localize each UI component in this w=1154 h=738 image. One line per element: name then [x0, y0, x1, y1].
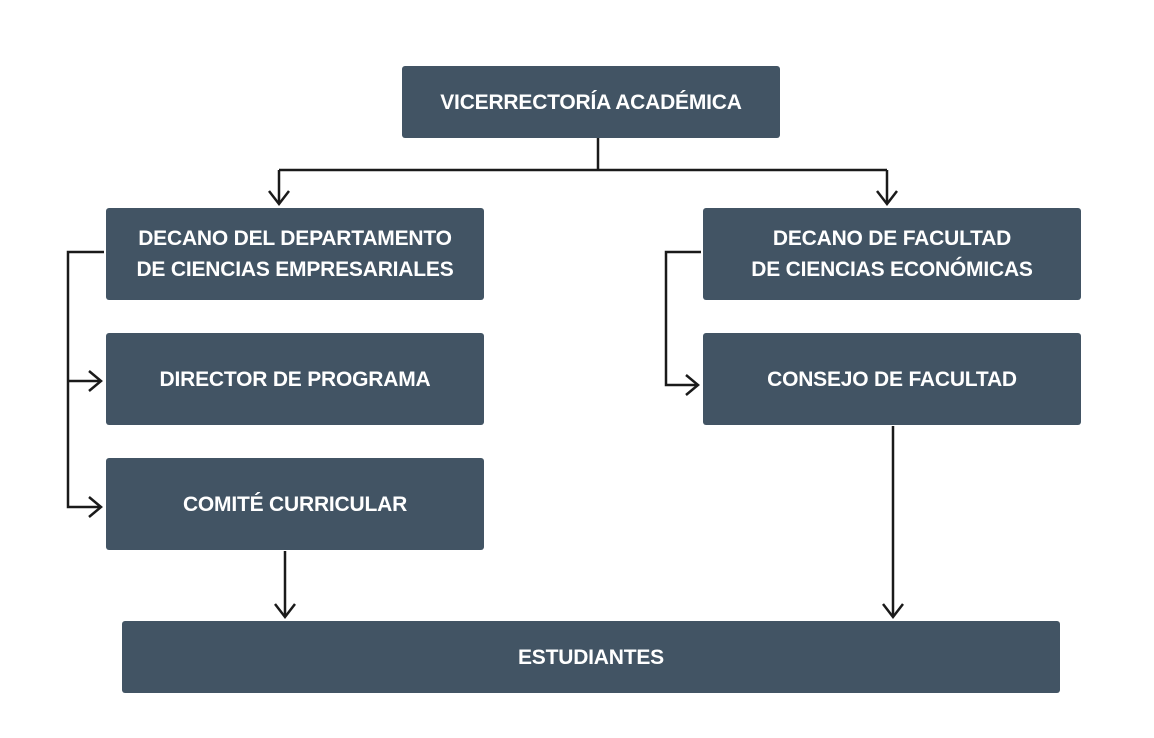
- node-estudiantes: ESTUDIANTES: [122, 621, 1060, 693]
- arrowhead-comite-curricular: [88, 496, 103, 518]
- node-vicerrectoria-label: VICERRECTORÍA ACADÉMICA: [440, 90, 742, 114]
- node-director-programa-label: DIRECTOR DE PROGRAMA: [159, 367, 431, 391]
- arrowhead-estudiantes-left: [274, 603, 296, 620]
- arrowhead-consejo-facultad: [685, 374, 700, 396]
- node-vicerrectoria-academica: VICERRECTORÍA ACADÉMICA: [402, 66, 780, 138]
- node-decano-facultad: DECANO DE FACULTAD DE CIENCIAS ECONÓMICA…: [703, 208, 1081, 300]
- node-comite-curricular-label: COMITÉ CURRICULAR: [182, 492, 408, 516]
- node-estudiantes-label: ESTUDIANTES: [518, 645, 664, 669]
- connector-vicerrectoria-split: [279, 138, 887, 172]
- node-director-programa: DIRECTOR DE PROGRAMA: [106, 333, 484, 425]
- connector-left-bracket: [66, 250, 104, 509]
- node-decano-departamento-line1: DECANO DEL DEPARTAMENTO: [138, 227, 452, 250]
- node-decano-departamento: DECANO DEL DEPARTAMENTO DE CIENCIAS EMPR…: [106, 208, 484, 300]
- node-consejo-facultad-label: CONSEJO DE FACULTAD: [767, 367, 1017, 391]
- connector-right-bracket: [664, 250, 701, 387]
- arrowhead-estudiantes-right: [882, 603, 904, 620]
- node-consejo-facultad: CONSEJO DE FACULTAD: [703, 333, 1081, 425]
- arrowhead-director-programa: [88, 370, 103, 392]
- arrowhead-decano-facultad: [876, 190, 898, 207]
- node-comite-curricular: COMITÉ CURRICULAR: [106, 458, 484, 550]
- node-decano-facultad-line1: DECANO DE FACULTAD: [772, 227, 1012, 250]
- arrowhead-decano-departamento: [268, 190, 290, 207]
- node-decano-facultad-line2: DE CIENCIAS ECONÓMICAS: [751, 258, 1033, 281]
- node-decano-departamento-line2: DE CIENCIAS EMPRESARIALES: [136, 258, 454, 281]
